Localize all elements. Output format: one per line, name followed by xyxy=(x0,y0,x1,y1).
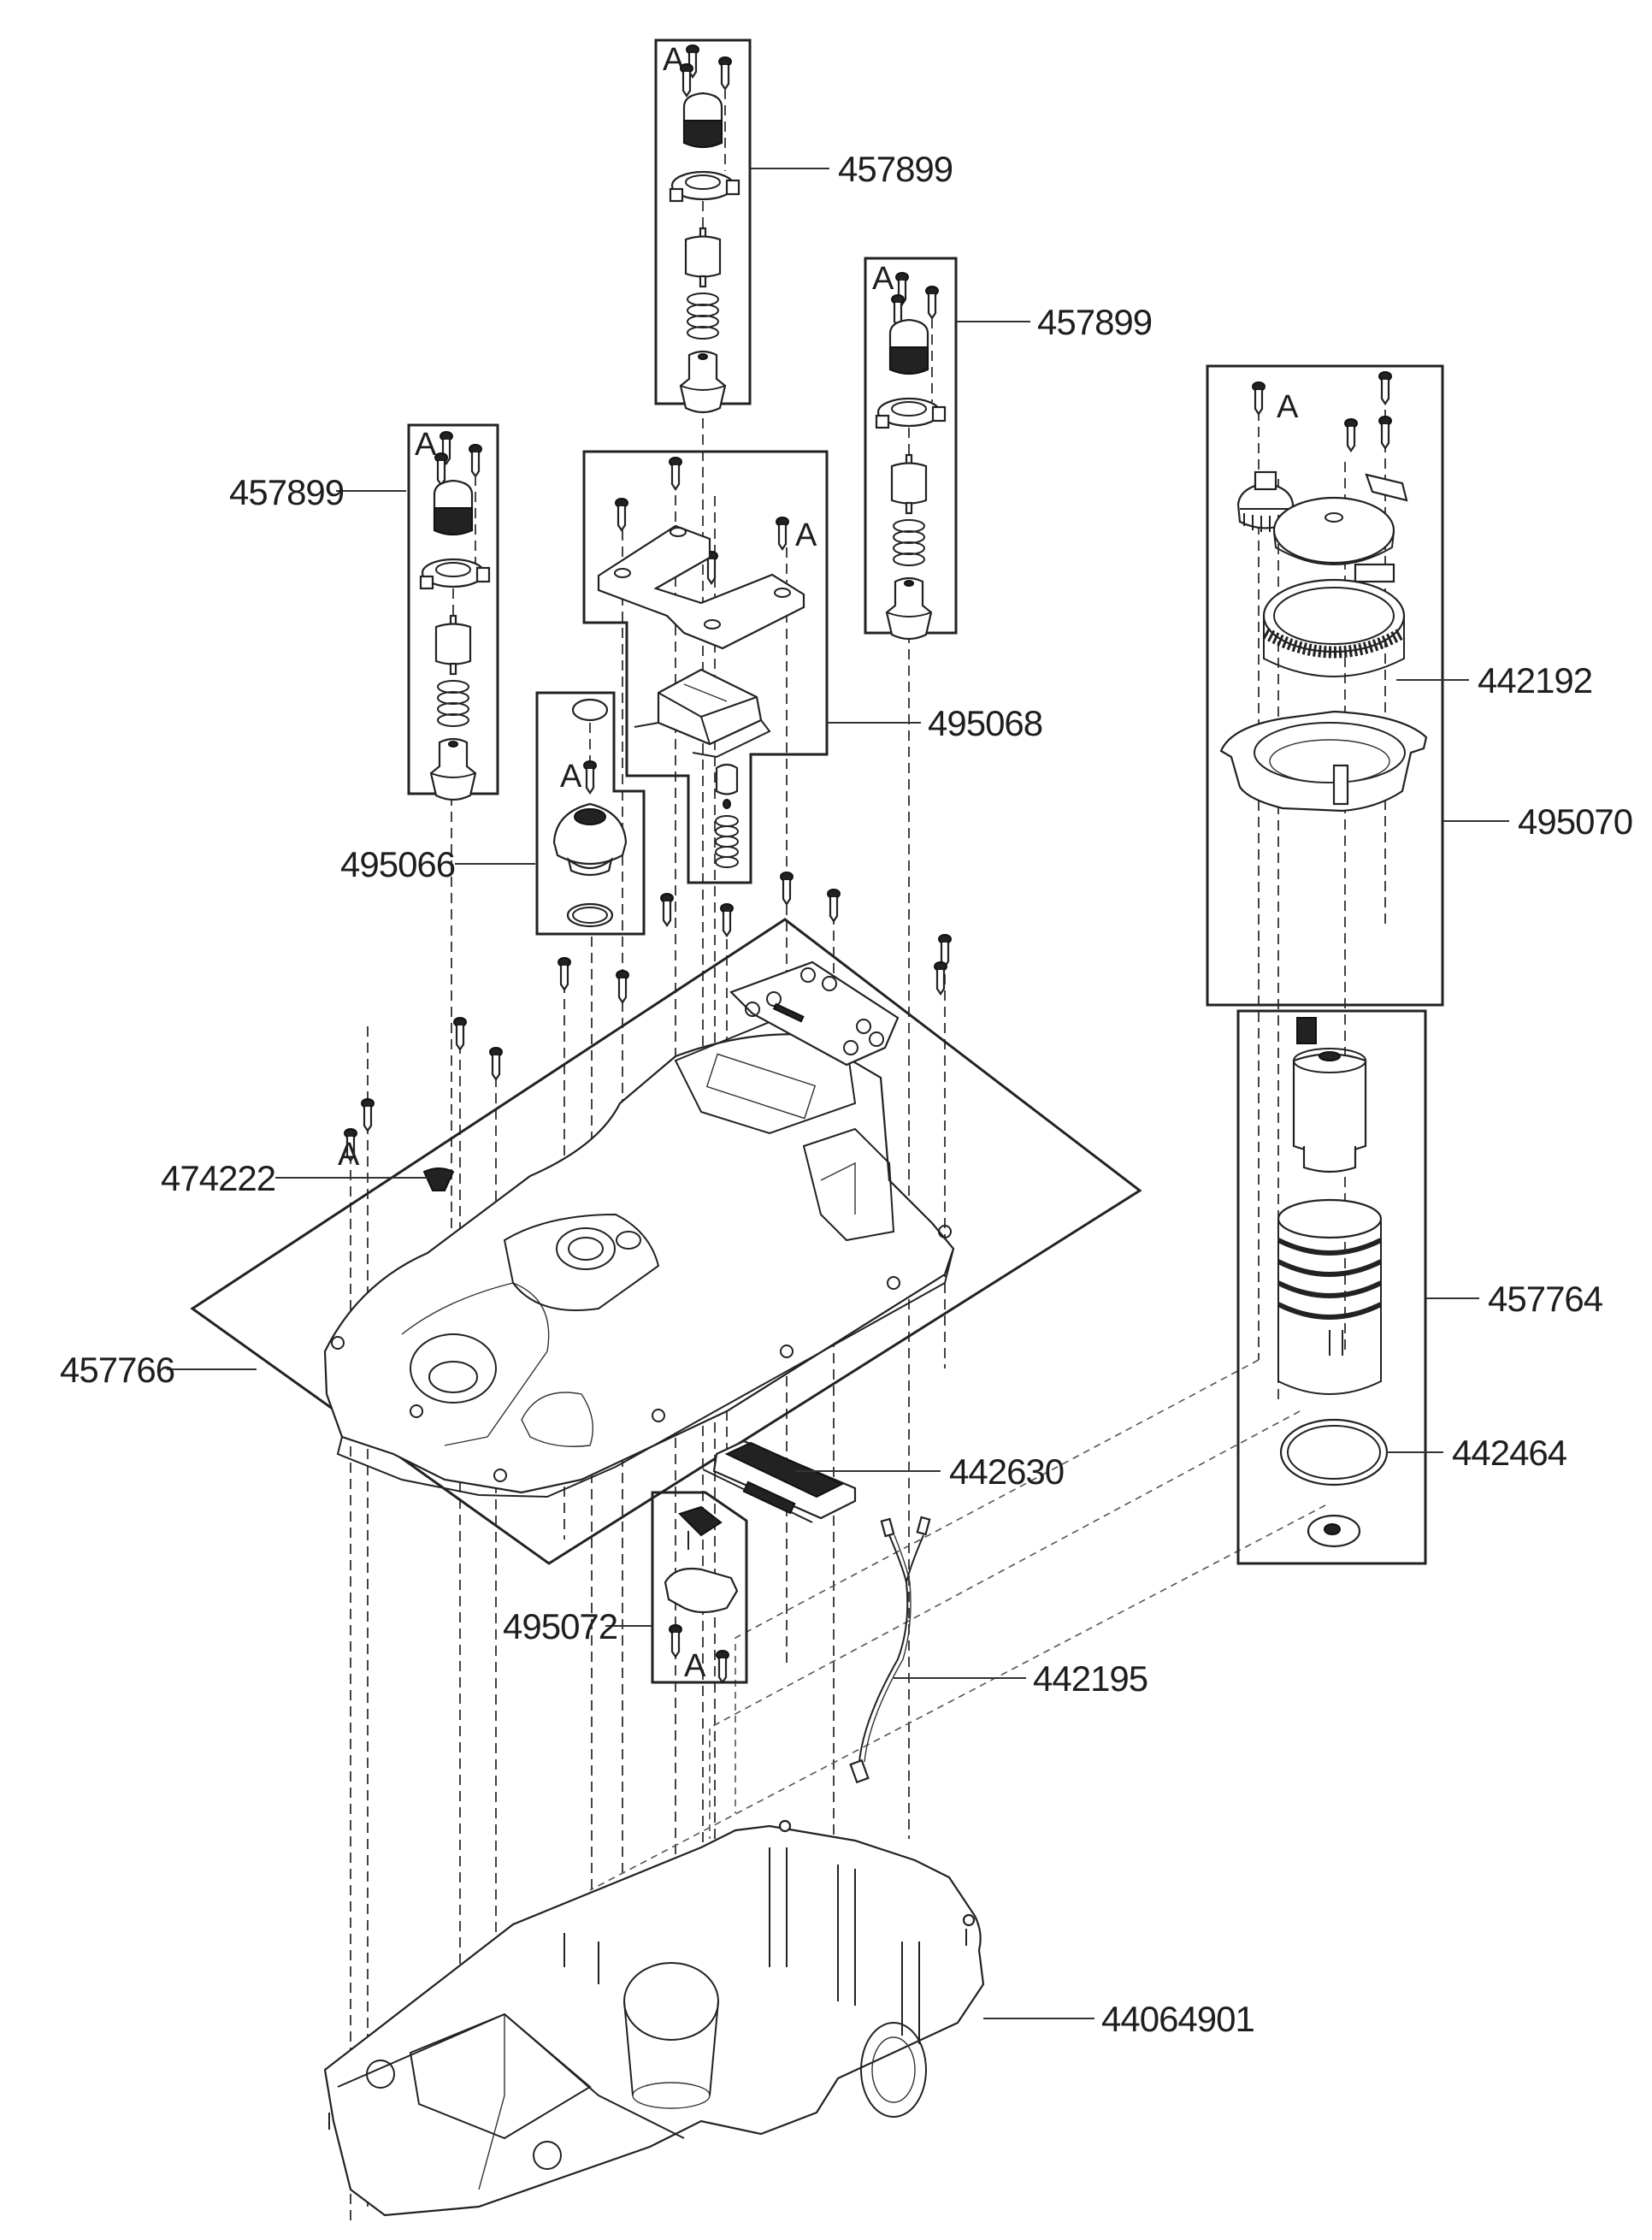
part-number-label: 457899 xyxy=(1037,302,1152,342)
callout-frame xyxy=(1236,1009,1427,1565)
valve-assembly-left[interactable]: A xyxy=(407,423,499,801)
part-number-label: 44064901 xyxy=(1101,1999,1254,2039)
gear-housing-kit[interactable]: A xyxy=(1206,364,1444,1007)
assembly-marker-a: A xyxy=(684,1648,706,1684)
sensor-bracket xyxy=(664,1567,739,1614)
wire-harness[interactable] xyxy=(849,1516,931,1784)
valve-assembly-top[interactable]: A xyxy=(654,38,752,414)
small-board xyxy=(1365,473,1408,502)
part-number-label: 442192 xyxy=(1478,660,1592,700)
cap xyxy=(571,698,609,722)
part-number-label: 495070 xyxy=(1518,801,1632,842)
base-housing[interactable] xyxy=(323,1819,985,2217)
callout-frame xyxy=(1206,364,1444,1007)
motor-drum-assembly[interactable] xyxy=(1236,1009,1427,1565)
part-number-label: 474222 xyxy=(161,1158,275,1198)
part-number-label: 442195 xyxy=(1033,1658,1148,1699)
cover-bracket xyxy=(597,524,805,650)
plug xyxy=(422,1167,455,1191)
control-module xyxy=(657,668,763,746)
assembly-marker-a: A xyxy=(872,261,894,297)
part-number-label: 495072 xyxy=(503,1606,617,1646)
sensor-bracket-kit[interactable]: A xyxy=(651,1491,748,1684)
gear-housing xyxy=(1219,710,1428,813)
part-number-label: 457766 xyxy=(60,1350,174,1390)
callout-frame xyxy=(582,450,829,884)
callout-frame xyxy=(864,257,958,635)
callout-frame xyxy=(651,1491,748,1684)
knob xyxy=(552,802,628,866)
disc xyxy=(1272,496,1395,564)
assembly-marker-a: A xyxy=(663,42,685,78)
assembly-marker-a: A xyxy=(795,517,817,553)
callout-frame xyxy=(535,691,646,936)
drum xyxy=(1277,1198,1383,1239)
circuit-board[interactable] xyxy=(702,1439,857,1523)
seal-ring xyxy=(1279,1418,1389,1486)
part-number-label: 457899 xyxy=(229,472,344,512)
top-housing[interactable]: A xyxy=(190,872,1142,1565)
part-number-label: 457899 xyxy=(838,149,953,189)
part-number-label: 442464 xyxy=(1452,1433,1567,1473)
assembly-marker-a: A xyxy=(560,759,582,795)
assembly-marker-a: A xyxy=(415,427,437,463)
assembly-marker-a: A xyxy=(1277,389,1299,425)
cover-bracket-kit[interactable]: A xyxy=(582,450,829,884)
cap-knob-kit[interactable]: A xyxy=(535,691,646,936)
part-number-label: 495066 xyxy=(340,844,455,884)
valve-assembly-right[interactable]: A xyxy=(864,257,958,641)
part-number-label: 457764 xyxy=(1488,1279,1603,1319)
assembly-marker-a: A xyxy=(338,1137,360,1173)
part-number-label: 495068 xyxy=(928,703,1042,743)
control-panel-overlay xyxy=(729,960,900,1067)
sensor-board xyxy=(678,1505,723,1537)
part-number-label: 442630 xyxy=(949,1451,1064,1492)
callout-frame xyxy=(190,918,1142,1565)
switch xyxy=(1354,563,1395,583)
